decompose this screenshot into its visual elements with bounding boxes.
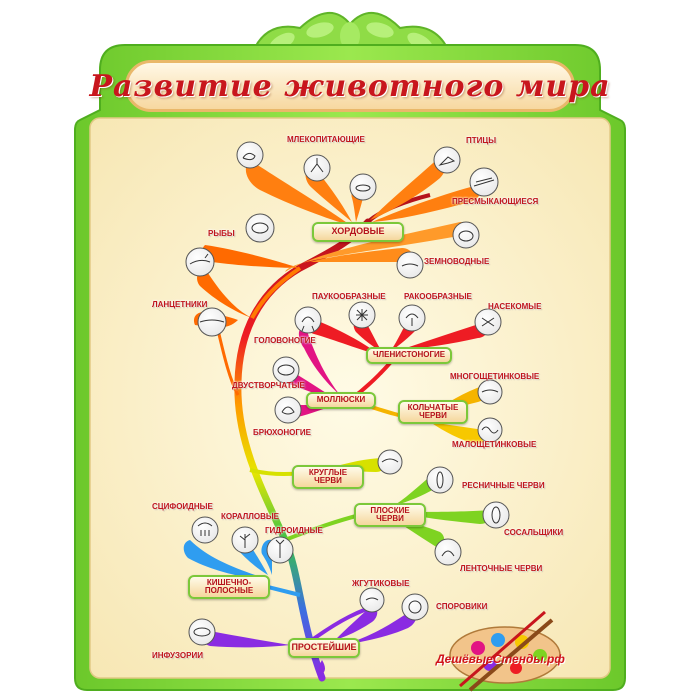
label-oligochaetes: МАЛОЩЕТИНКОВЫЕ [452,440,537,449]
tree-trunk [234,218,372,682]
title-banner: Развитие животного мира [89,60,610,112]
node-mollusks: МОЛЛЮСКИ [306,392,376,409]
crocodile-icon [469,167,499,197]
node-flatworms: ПЛОСКИЕ ЧЕРВИ [354,503,426,527]
plasmodium-icon [401,593,429,621]
deer-icon [303,154,331,182]
label-tapeworms: ЛЕНТОЧНЫЕ ЧЕРВИ [460,564,543,573]
animal-sketches [189,152,501,637]
label-lancelets: ЛАНЦЕТНИКИ [152,300,208,309]
label-sporozoa: СПОРОВИКИ [436,602,488,611]
node-roundworms: КРУГЛЫЕ ЧЕРВИ [292,465,364,489]
label-arachnids: ПАУКООБРАЗНЫЕ [312,292,386,301]
label-insects: НАСЕКОМЫЕ [488,302,542,311]
label-fish: РЫБЫ [208,229,235,238]
platypus-icon [349,173,377,201]
node-protozoa: ПРОСТЕЙШИЕ [288,638,360,658]
euglena-icon [359,587,385,613]
label-corals: КОРАЛЛОВЫЕ [221,512,280,521]
animal-icons [185,141,510,646]
node-annelids: КОЛЬЧАТЫЕ ЧЕРВИ [398,400,468,424]
label-reptiles: ПРЕСМЫКАЮЩИЕСЯ [452,197,539,206]
label-amphibians: ЗЕМНОВОДНЫЕ [424,257,490,266]
label-hydroids: ГИДРОИДНЫЕ [265,526,323,535]
frog-icon [452,221,480,249]
fluke-icon [482,501,510,529]
label-ciliates: ИНФУЗОРИИ [152,651,203,660]
water-drop-icon [319,660,325,674]
squirrel-icon [236,141,264,169]
node-coelenterates: КИШЕЧНО-ПОЛОСНЫЕ [188,575,270,599]
roundworm-icon [377,449,403,475]
label-birds: ПТИЦЫ [466,136,497,145]
label-polychaetes: МНОГОЩЕТИНКОВЫЕ [450,372,540,381]
palette-icon [449,610,561,692]
node-arthropods: ЧЛЕНИСТОНОГИЕ [366,347,452,364]
octopus-icon [294,306,322,334]
planaria-icon [426,466,454,494]
label-flukes: СОСАЛЬЩИКИ [504,528,564,537]
brand-watermark: ДешёвыеСтенды.рф [436,652,565,666]
lancelet-icon [197,307,227,337]
label-mammals: МЛЕКОПИТАЮЩИЕ [287,135,365,144]
label-scyphozoa: СЦИФОИДНЫЕ [152,502,213,511]
page-title: Развитие животного мира [89,68,611,104]
label-gastropods: БРЮХОНОГИЕ [253,428,312,437]
label-flagellates: ЖГУТИКОВЫЕ [352,579,410,588]
label-crustaceans: РАКООБРАЗНЫЕ [404,292,472,301]
label-cephalopods: ГОЛОВОНОГИЕ [254,336,316,345]
label-ciliated-worms: РЕСНИЧНЫЕ ЧЕРВИ [462,481,545,490]
tapeworm-icon [434,538,462,566]
nereis-icon [477,379,503,405]
paramecium-icon [188,618,216,646]
bird-icon [433,146,461,174]
snail-icon [274,396,302,424]
clam-icon [272,356,300,384]
fish-icon [245,213,275,243]
label-bivalves: ДВУСТВОРЧАТЫЕ [232,381,305,390]
node-chordates: ХОРДОВЫЕ [312,222,404,242]
newt-icon [396,251,424,279]
